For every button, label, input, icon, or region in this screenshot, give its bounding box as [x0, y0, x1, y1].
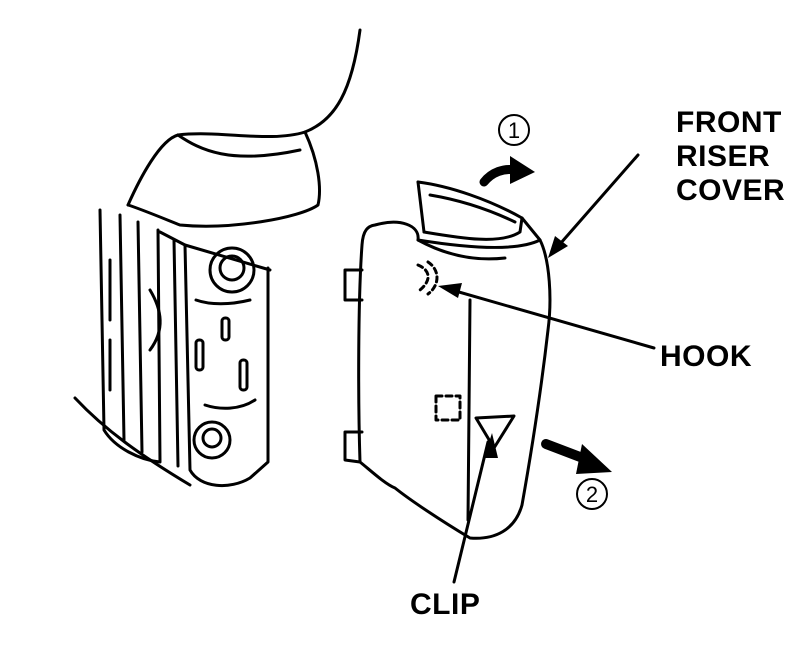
curved-arrow-right-icon: [479, 156, 535, 187]
step1-number: 1: [508, 118, 520, 143]
floor-line: [73, 396, 192, 487]
front-riser-cover-label-line1: FRONT: [676, 106, 782, 139]
seat-back-outline: [126, 28, 362, 228]
front-riser-cover-arrowhead: [548, 236, 568, 258]
step2-number: 2: [586, 482, 598, 507]
front-riser-cover-leader: [551, 153, 640, 254]
clip-arrowhead: [484, 433, 498, 458]
front-riser-cover-label-line3: COVER: [676, 174, 786, 207]
hook-leader: [443, 286, 656, 350]
clip-leader: [452, 440, 490, 584]
hook-label: HOOK: [660, 340, 752, 373]
front-riser-cover: [343, 180, 552, 540]
step1-badge: 1: [498, 114, 530, 146]
hook-arrowhead: [438, 283, 462, 298]
front-riser-cover-label-line2: RISER: [676, 140, 771, 173]
step2-badge: 2: [576, 478, 608, 510]
seat-riser-bracket: [98, 208, 272, 488]
arrow-down-right-icon: [541, 439, 612, 474]
clip-label: CLIP: [410, 588, 481, 621]
